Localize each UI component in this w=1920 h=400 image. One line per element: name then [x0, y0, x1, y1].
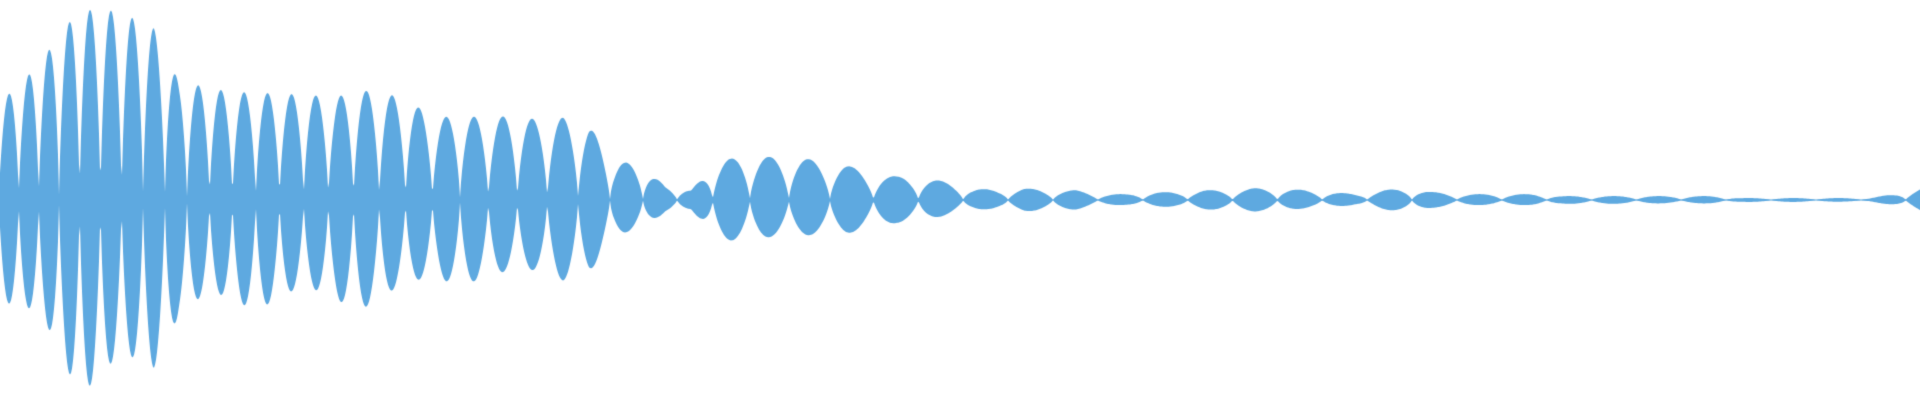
audio-waveform	[0, 0, 1920, 400]
